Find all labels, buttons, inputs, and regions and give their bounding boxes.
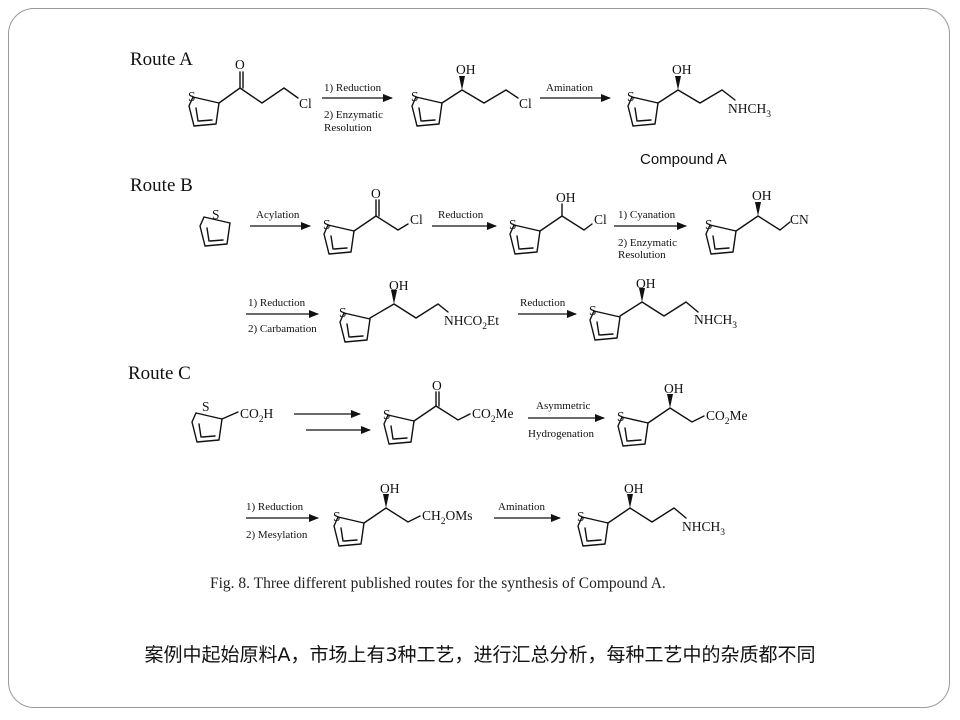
svg-text:O: O xyxy=(235,57,245,72)
svg-text:Amination: Amination xyxy=(498,501,546,513)
svg-text:S: S xyxy=(577,509,585,524)
thiophene-ring: S xyxy=(411,89,443,127)
svg-text:1) Reduction: 1) Reduction xyxy=(324,82,382,94)
svg-text:S: S xyxy=(589,303,597,318)
slide-frame xyxy=(8,8,950,708)
svg-text:OH: OH xyxy=(672,62,692,77)
route-a-chiral-alcohol: S OH Cl xyxy=(411,62,532,127)
svg-text:S: S xyxy=(188,89,196,104)
compound-a-structure: S OH NHCH3 xyxy=(627,62,771,127)
route-b-chlorohydrin: S OH Cl xyxy=(509,190,607,255)
thiophene-ring: S xyxy=(199,207,231,247)
thiophene-ring: S xyxy=(339,305,371,343)
figure-caption: Fig. 8. Three different published routes… xyxy=(210,575,666,592)
route-a-starting-ketone: S O Cl xyxy=(188,57,312,127)
svg-text:S: S xyxy=(212,207,220,222)
route-a-label: Route A xyxy=(130,49,193,70)
svg-text:OH: OH xyxy=(456,62,476,77)
route-b-compound-a: S OH NHCH3 xyxy=(589,276,737,341)
svg-text:S: S xyxy=(383,407,391,422)
route-c-compound-a: S OH NHCH3 xyxy=(577,481,725,547)
route-b-hydroxynitrile: S OH CN xyxy=(705,188,809,255)
svg-text:S: S xyxy=(411,89,419,104)
svg-text:Cl: Cl xyxy=(519,96,532,111)
svg-text:Cl: Cl xyxy=(594,212,607,227)
route-b-carbamate: S OH NHCO2Et xyxy=(339,278,499,343)
synthesis-scheme: Route A S O Cl 1) Reduction 2) Enzymatic… xyxy=(128,49,809,592)
thiophene-ring: S xyxy=(617,409,649,447)
route-c-ketoester: S O CO2Me xyxy=(383,378,514,445)
svg-text:OH: OH xyxy=(624,481,644,496)
svg-text:S: S xyxy=(339,305,347,320)
svg-text:NHCH3: NHCH3 xyxy=(728,101,771,120)
svg-text:S: S xyxy=(323,217,331,232)
svg-text:OH: OH xyxy=(752,188,772,203)
svg-text:NHCO2Et: NHCO2Et xyxy=(444,313,499,332)
svg-text:O: O xyxy=(371,186,381,201)
route-b-thiophene: S xyxy=(199,207,231,247)
svg-text:S: S xyxy=(202,399,210,414)
route-c-hydroxyester: S OH CO2Me xyxy=(617,381,748,447)
svg-text:S: S xyxy=(333,509,341,524)
svg-text:CN: CN xyxy=(790,212,809,227)
thiophene-ring: S xyxy=(383,407,415,445)
svg-text:CO2H: CO2H xyxy=(240,406,274,425)
svg-text:OH: OH xyxy=(636,276,656,291)
svg-text:S: S xyxy=(627,89,635,104)
thiophene-ring: S xyxy=(333,509,365,547)
svg-text:Cl: Cl xyxy=(299,96,312,111)
svg-text:Resolution: Resolution xyxy=(324,122,372,134)
svg-text:Hydrogenation: Hydrogenation xyxy=(528,428,594,440)
svg-text:CO2Me: CO2Me xyxy=(472,406,514,425)
svg-text:2) Mesylation: 2) Mesylation xyxy=(246,529,308,541)
svg-text:OH: OH xyxy=(556,190,576,205)
svg-text:Cl: Cl xyxy=(410,212,423,227)
compound-a-label: Compound A xyxy=(640,151,727,168)
svg-text:1) Reduction: 1) Reduction xyxy=(248,297,306,309)
thiophene-ring: S xyxy=(191,399,223,443)
svg-text:Resolution: Resolution xyxy=(618,249,666,261)
svg-text:Reduction: Reduction xyxy=(438,209,484,221)
svg-text:Asymmetric: Asymmetric xyxy=(536,400,590,412)
route-b-label: Route B xyxy=(130,175,193,196)
thiophene-ring: S xyxy=(188,89,220,127)
thiophene-ring: S xyxy=(705,217,737,255)
thiophene-ring: S xyxy=(577,509,609,547)
svg-text:S: S xyxy=(617,409,625,424)
svg-text:1) Cyanation: 1) Cyanation xyxy=(618,209,676,221)
svg-text:S: S xyxy=(509,217,517,232)
svg-text:2) Enzymatic: 2) Enzymatic xyxy=(618,237,677,249)
route-b-chloroketone: S O Cl xyxy=(323,186,423,255)
svg-text:OH: OH xyxy=(664,381,684,396)
thiophene-ring: S xyxy=(509,217,541,255)
route-c-thiophene-carboxylic-acid: S CO2H xyxy=(191,399,274,443)
svg-text:Reduction: Reduction xyxy=(520,297,566,309)
svg-text:Amination: Amination xyxy=(546,82,594,94)
svg-text:O: O xyxy=(432,378,442,393)
svg-text:NHCH3: NHCH3 xyxy=(682,519,725,538)
route-c-label: Route C xyxy=(128,363,191,384)
svg-text:OH: OH xyxy=(380,481,400,496)
svg-text:1) Reduction: 1) Reduction xyxy=(246,501,304,513)
svg-text:2) Carbamation: 2) Carbamation xyxy=(248,323,317,335)
svg-text:2) Enzymatic: 2) Enzymatic xyxy=(324,109,383,121)
svg-text:Acylation: Acylation xyxy=(256,209,300,221)
svg-text:S: S xyxy=(705,217,713,232)
thiophene-ring: S xyxy=(323,217,355,255)
svg-text:NHCH3: NHCH3 xyxy=(694,312,737,331)
slide-footnote: 案例中起始原料A，市场上有3种工艺，进行汇总分析，每种工艺中的杂质都不同 xyxy=(144,644,816,666)
svg-text:CH2OMs: CH2OMs xyxy=(422,508,473,527)
svg-text:OH: OH xyxy=(389,278,409,293)
thiophene-ring: S xyxy=(589,303,621,341)
svg-text:CO2Me: CO2Me xyxy=(706,408,748,427)
route-c-mesylate: S OH CH2OMs xyxy=(333,481,473,547)
thiophene-ring: S xyxy=(627,89,659,127)
